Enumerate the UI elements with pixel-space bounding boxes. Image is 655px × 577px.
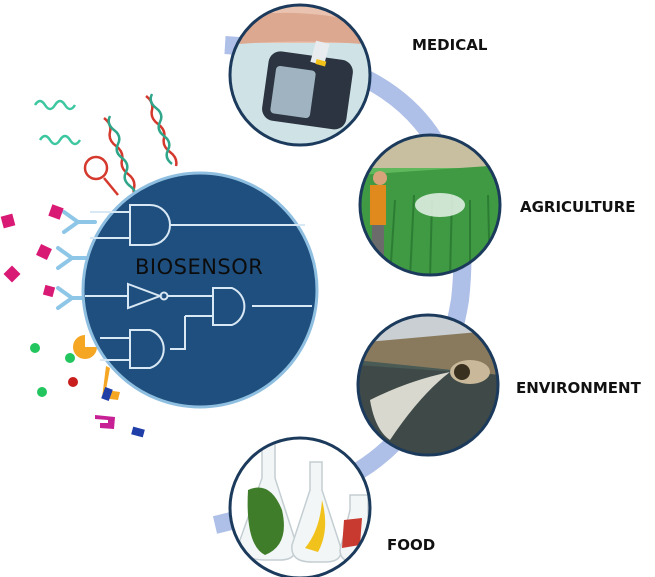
- label-medical: MEDICAL: [412, 36, 488, 54]
- biomolecules-group: [0, 93, 178, 438]
- food-photo: [230, 438, 370, 577]
- molecule-red: [68, 377, 78, 387]
- antigen-4: [3, 265, 21, 283]
- medical-photo-border: [228, 3, 372, 147]
- hairpin-probe: [83, 155, 119, 196]
- green-strand-2: [38, 134, 82, 146]
- dna-helix-1: [103, 115, 141, 203]
- receptor-bracket: [95, 415, 115, 429]
- antibody-2: [56, 246, 90, 270]
- molecule-blue-2: [131, 426, 145, 438]
- food-photo-border: [228, 436, 372, 577]
- label-agriculture: AGRICULTURE: [520, 198, 636, 216]
- biosensor-title: BIOSENSOR: [135, 255, 263, 279]
- molecule-green-1: [30, 343, 40, 353]
- molecule-blue-1: [101, 386, 113, 402]
- agriculture-photo-border: [358, 133, 502, 277]
- logic-circuit: [85, 204, 312, 369]
- biosensor-circle: BIOSENSOR: [81, 171, 319, 409]
- environment-photo: [358, 315, 498, 455]
- antigen-1: [48, 204, 64, 220]
- antibody-1: [62, 210, 97, 234]
- environment-photo-border: [356, 313, 500, 457]
- agriculture-photo: [360, 135, 500, 275]
- molecule-green-2: [65, 353, 75, 363]
- antigen-2: [0, 213, 16, 229]
- green-strand-1: [33, 99, 77, 111]
- molecule-green-3: [37, 387, 47, 397]
- label-food: FOOD: [387, 536, 435, 554]
- label-environment: ENVIRONMENT: [516, 379, 642, 397]
- antigen-3: [36, 244, 52, 260]
- antigen-5: [42, 284, 56, 298]
- enzyme-pacman: [73, 335, 97, 359]
- dna-helix-2: [145, 93, 178, 167]
